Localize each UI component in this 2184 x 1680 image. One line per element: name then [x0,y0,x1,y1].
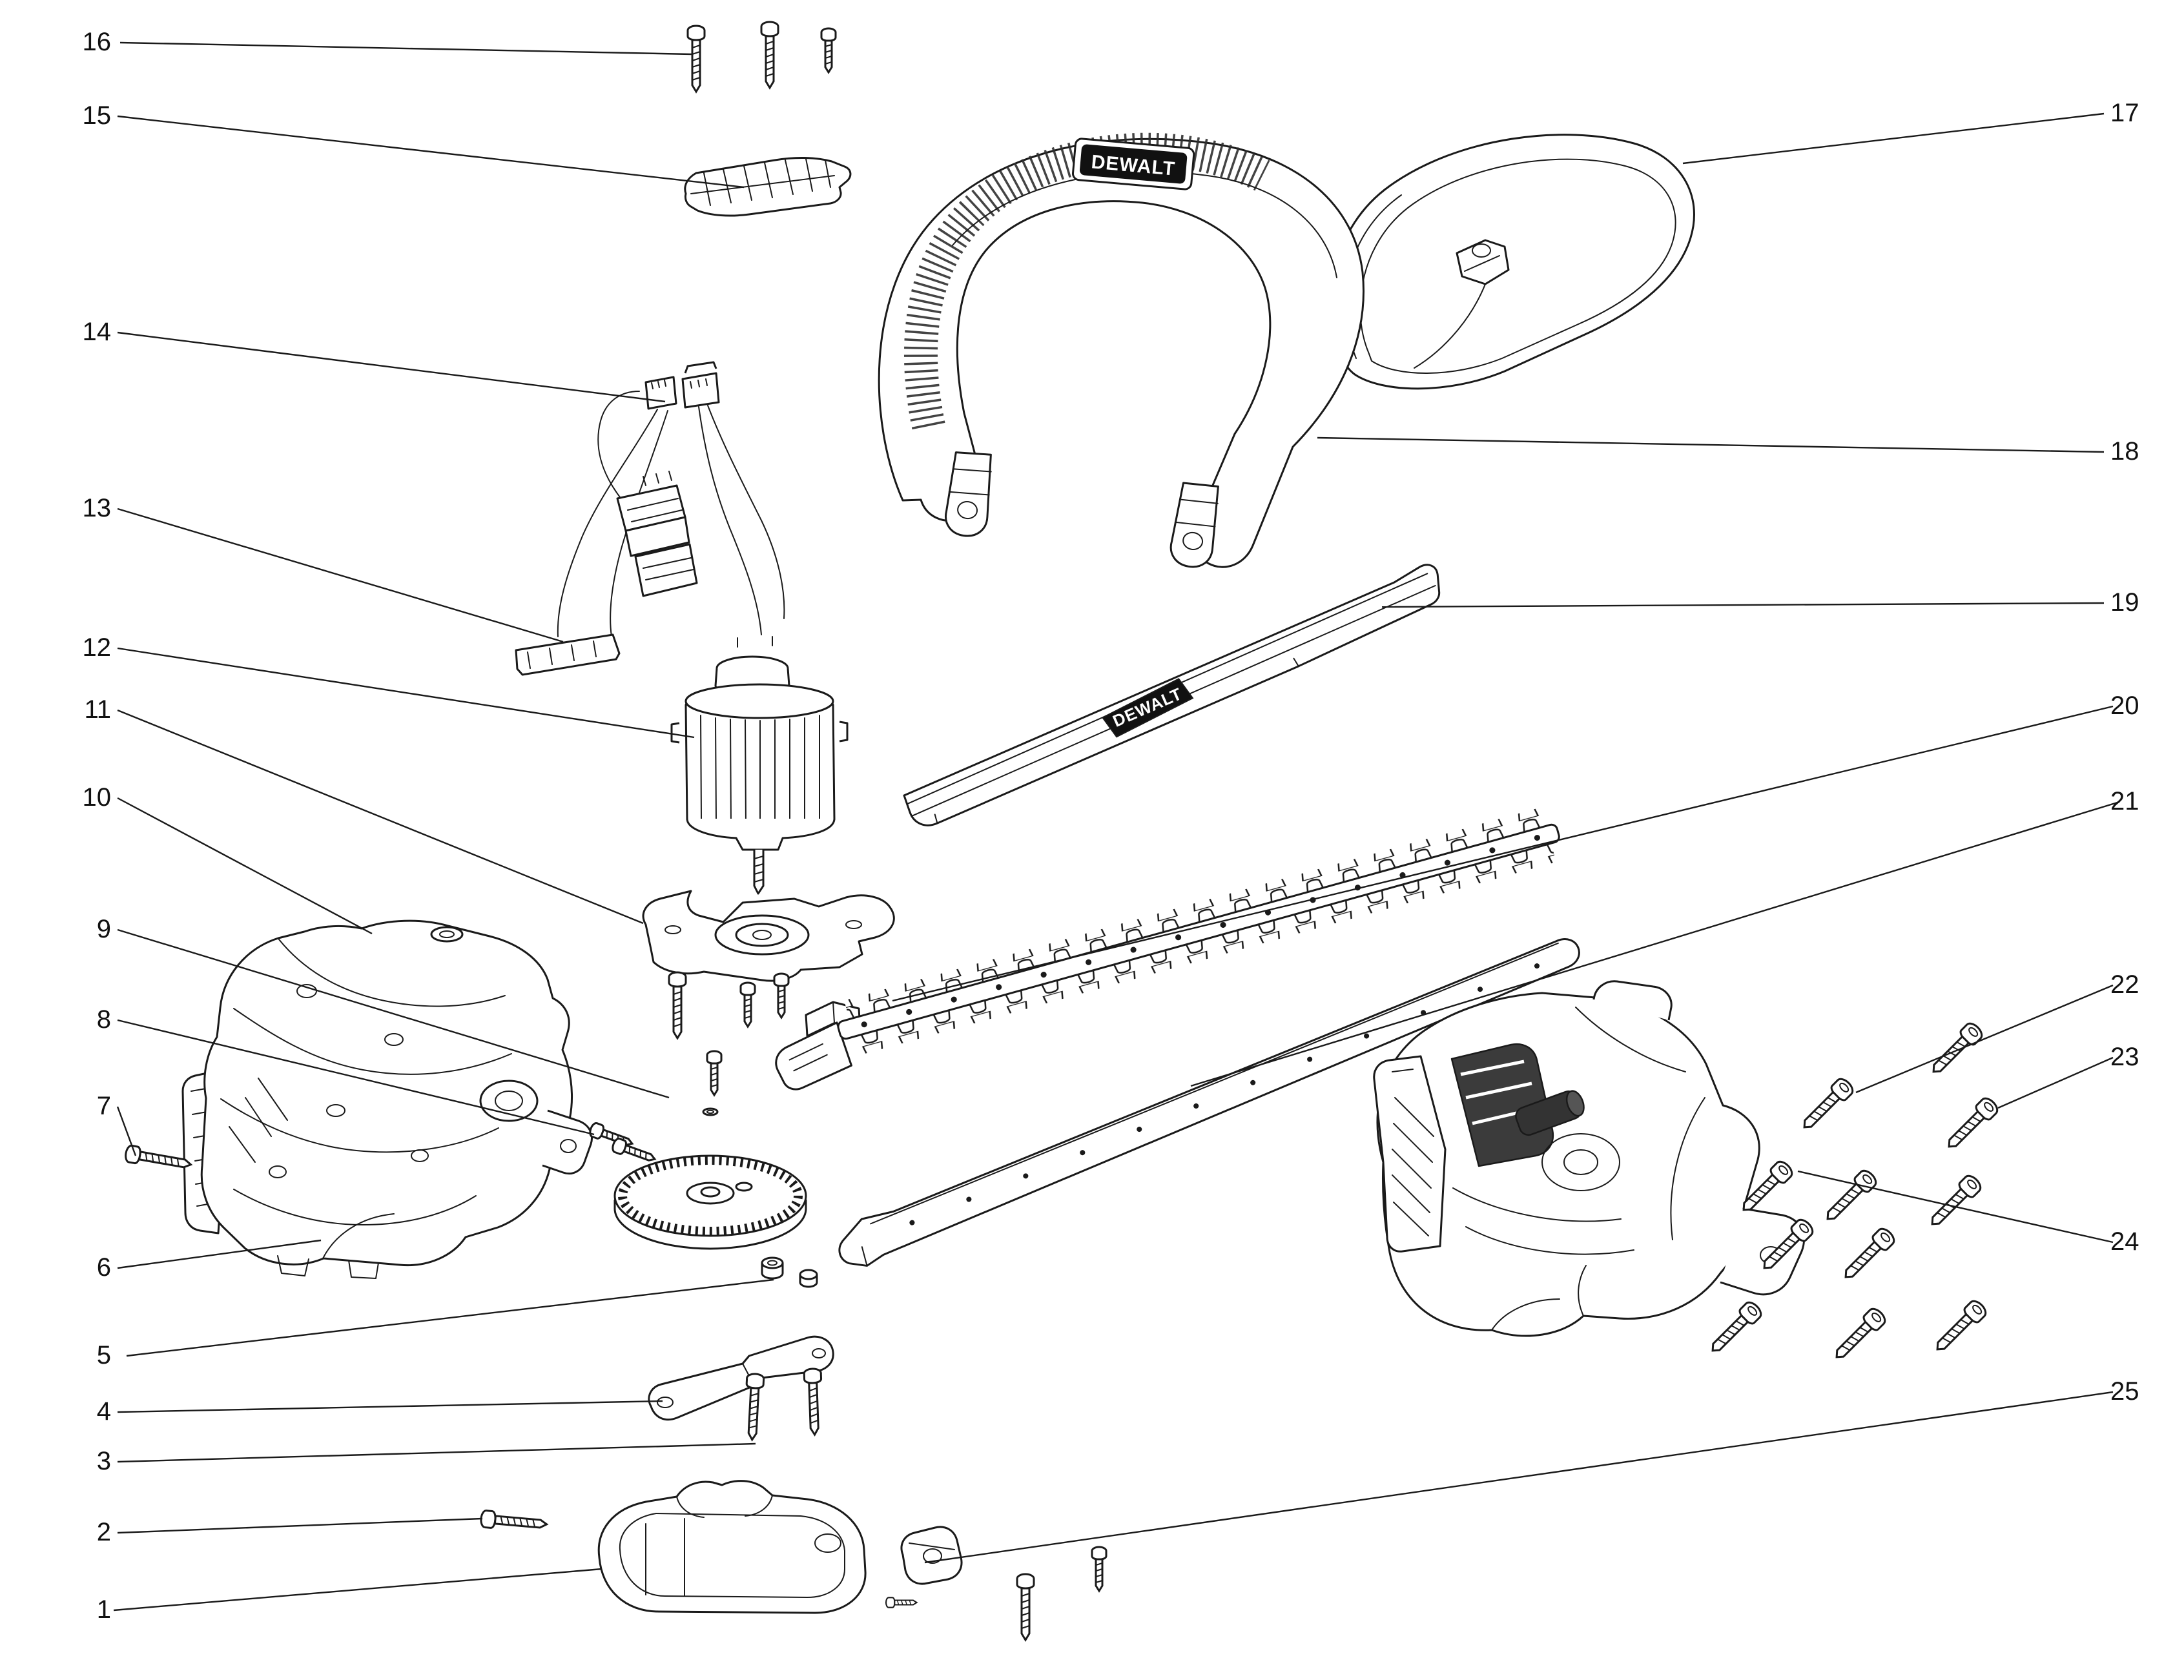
leader-line-17 [1682,112,2105,165]
leader-line-12 [117,647,695,739]
part-11-gear-plate [642,890,895,1043]
part-14-connector [644,361,720,410]
leader-line-14 [117,331,666,403]
part-18-front-handle: DEWALT [878,132,1365,568]
right-housing [1373,980,1805,1337]
callout-3: 3 [97,1447,111,1475]
leader-line-13 [117,507,564,643]
callout-10: 10 [83,783,112,812]
leader-line-1 [113,1568,603,1612]
part-16-screws [686,21,837,93]
callout-7: 7 [97,1092,111,1120]
leader-line-16 [119,41,693,56]
leader-line-8 [117,1019,595,1136]
blade-teeth-upper [844,807,1547,1021]
callout-14: 14 [83,318,112,346]
callout-19: 19 [2110,588,2139,617]
callout-4: 4 [97,1397,111,1426]
blade-teeth-lower [854,842,1556,1056]
leader-line-4 [117,1400,663,1413]
leader-line-20 [892,705,2114,1002]
handle-foot-right [1169,482,1219,568]
callout-15: 15 [83,101,112,130]
callout-1: 1 [97,1595,111,1624]
leader-line-5 [126,1278,774,1357]
leader-line-18 [1317,436,2105,453]
leader-line-6 [117,1239,322,1269]
gear-wheel [613,1154,807,1250]
callout-6: 6 [97,1253,111,1282]
gear-teeth [618,1156,803,1236]
leader-line-25 [924,1391,2114,1564]
part-3-screws [743,1368,825,1442]
part-15-motor-cover [684,157,852,217]
callout-16: 16 [83,28,112,56]
callout-24: 24 [2110,1227,2139,1256]
part-25-clamp-screws [885,1526,1107,1641]
wire-clip [515,633,621,676]
leader-line-2 [117,1517,483,1534]
rear-handle-pivot [1456,239,1510,285]
part-21-support-bar [838,938,1580,1267]
callout-18: 18 [2110,437,2139,466]
part-12-motor [670,636,849,895]
leader-line-15 [117,115,745,189]
callout-25: 25 [2110,1377,2139,1406]
part-5-bushings [761,1256,818,1288]
callout-20: 20 [2110,691,2139,720]
leader-line-11 [117,709,644,925]
part-7-screw [123,1143,194,1174]
battery-rail [1373,1055,1447,1253]
part-13-switch-wiring [515,391,785,676]
callout-22: 22 [2110,970,2139,999]
part-1-base-guard [597,1480,867,1614]
blade-coupler [1515,1090,1585,1136]
part-8-screws [587,1121,659,1167]
callout-11: 11 [84,695,111,724]
callout-12: 12 [83,633,112,662]
front-handle-brand-badge: DEWALT [1071,138,1195,190]
leader-line-22 [1855,984,2114,1094]
leader-line-10 [117,797,373,935]
callout-23: 23 [2110,1043,2139,1071]
callout-8: 8 [97,1005,111,1034]
leader-line-9 [117,928,670,1099]
callout-labels: 16 15 14 13 12 11 10 9 8 7 6 5 4 3 2 1 1… [83,28,2139,1624]
leader-line-23 [1997,1056,2114,1109]
leader-line-21 [1190,801,2120,1087]
leader-lines [113,41,2120,1612]
callout-9: 9 [97,915,111,943]
leader-line-24 [1797,1170,2114,1244]
callout-13: 13 [83,494,112,522]
part-22-23-24-bolts [1705,1019,2001,1365]
blade-tail [775,1021,852,1091]
callout-2: 2 [97,1518,111,1546]
handle-foot-left [945,451,992,537]
part-9-pins [702,1050,723,1116]
part-2-screw [479,1509,549,1534]
part-10-6-left-housing [181,919,593,1279]
leader-line-7 [116,1106,137,1156]
part-20-blade-assembly [775,807,1560,1091]
part-19-blade-guard: DEWALT [903,564,1441,826]
callout-21: 21 [2110,787,2139,815]
leader-line-3 [117,1442,756,1463]
leader-line-19 [1381,602,2105,608]
callout-5: 5 [97,1341,111,1369]
part-17-rear-handle [1330,134,1695,390]
callout-17: 17 [2110,99,2139,127]
